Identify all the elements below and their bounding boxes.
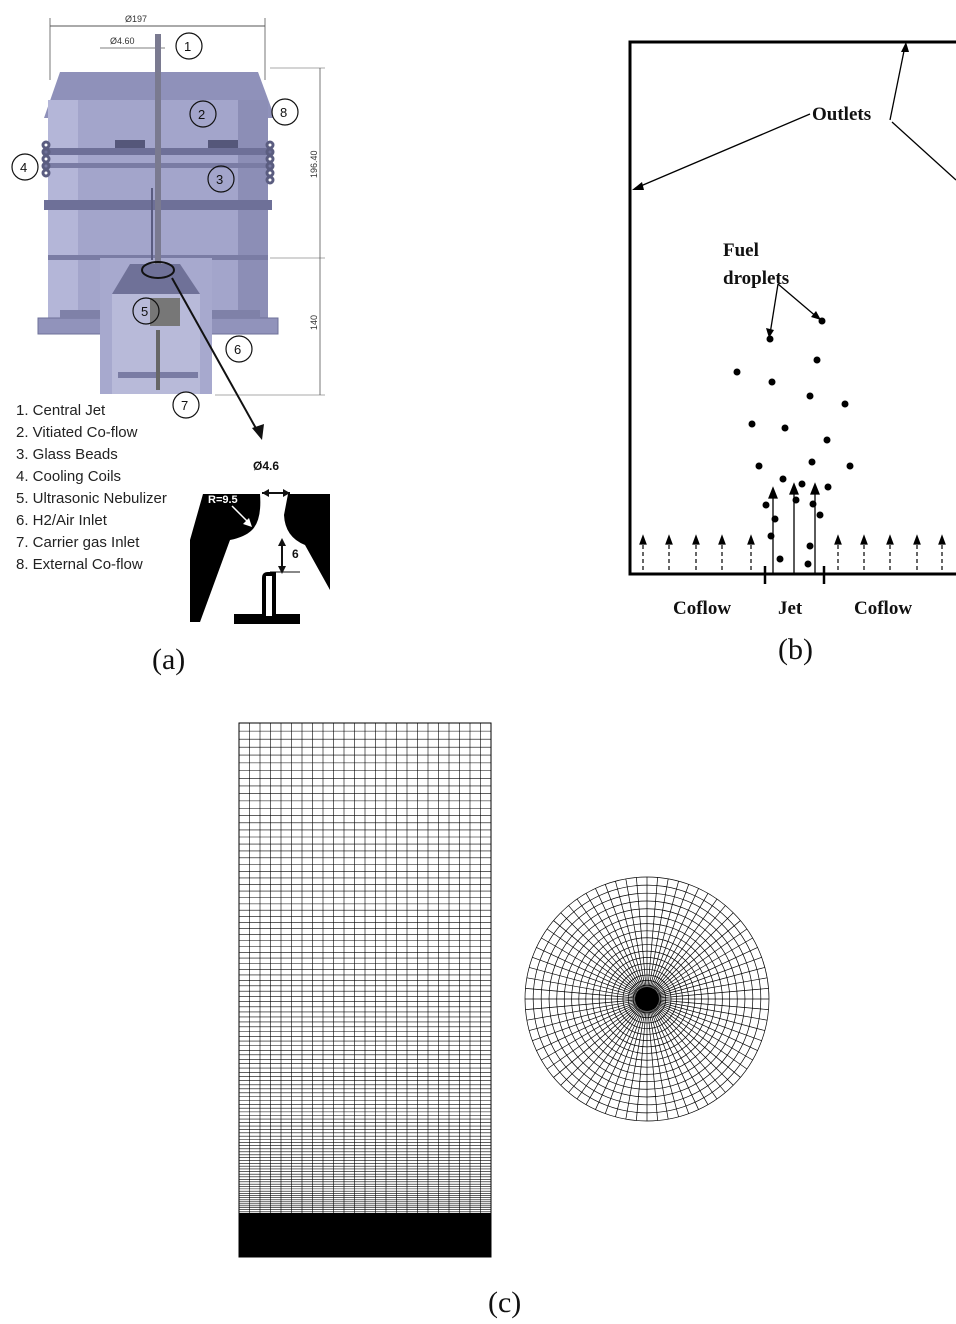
callout-label-6: 6 bbox=[234, 342, 241, 357]
legend-item: 8. External Co-flow bbox=[16, 556, 143, 573]
nozzle-detail: Ø4.6 R=9.5 6 bbox=[190, 459, 330, 624]
jet-arrows bbox=[768, 482, 820, 573]
radial-mesh-core bbox=[635, 987, 659, 1011]
domain-box bbox=[628, 40, 956, 576]
dim-small-label: Ø4.60 bbox=[110, 36, 135, 46]
fuel-label: Fuel bbox=[723, 240, 759, 261]
panel-c-caption: (c) bbox=[488, 1286, 522, 1319]
callout-label-2: 2 bbox=[198, 107, 205, 122]
legend-item: 6. H2/Air Inlet bbox=[16, 512, 108, 529]
coflow-arrows bbox=[639, 534, 946, 570]
axial-mesh-border bbox=[238, 722, 492, 1258]
callout-circle-5 bbox=[132, 297, 160, 325]
callout-label-1: 1 bbox=[184, 39, 191, 54]
callout-circle-8 bbox=[271, 98, 299, 126]
legend-item: 4. Cooling Coils bbox=[16, 468, 121, 485]
axial-mesh-lines bbox=[238, 722, 492, 1258]
panel-a-caption: (a) bbox=[152, 643, 186, 676]
callout-circle-6 bbox=[225, 335, 253, 363]
detail-gap-label: 6 bbox=[292, 547, 299, 561]
cooling-coils-right bbox=[265, 140, 275, 185]
legend: 1. Central Jet 2. Vitiated Co-flow 3. Gl… bbox=[16, 402, 167, 573]
panel-b-caption: (b) bbox=[778, 633, 813, 666]
legend-item: 7. Carrier gas Inlet bbox=[16, 534, 140, 551]
callout-label-5: 5 bbox=[141, 304, 148, 319]
callout-circle-3 bbox=[207, 165, 235, 193]
panel-c-axial-mesh bbox=[238, 722, 492, 1258]
coflow-right-label: Coflow bbox=[854, 598, 912, 619]
panel-c-radial-mesh bbox=[524, 876, 770, 1122]
outlets-label: Outlets bbox=[812, 104, 871, 125]
callout-circle-2 bbox=[189, 100, 217, 128]
radial-mesh-lines bbox=[524, 876, 770, 1122]
callout-label-8: 8 bbox=[280, 105, 287, 120]
dim-vertical-2-label: 140 bbox=[309, 315, 319, 330]
legend-item: 2. Vitiated Co-flow bbox=[16, 424, 138, 441]
coflow-left-label: Coflow bbox=[673, 598, 731, 619]
cooling-coils-left bbox=[41, 140, 51, 178]
callout-circle-4 bbox=[11, 153, 39, 181]
legend-item: 3. Glass Beads bbox=[16, 446, 118, 463]
detail-radius-label: R=9.5 bbox=[208, 494, 238, 506]
central-jet-tube bbox=[155, 34, 161, 264]
callout-circle-7 bbox=[172, 391, 200, 419]
callout-circle-1 bbox=[175, 32, 203, 60]
legend-item: 5. Ultrasonic Nebulizer bbox=[16, 490, 167, 507]
callout-label-7: 7 bbox=[181, 398, 188, 413]
droplets-label: droplets bbox=[723, 268, 789, 289]
panel-b-drawing: Outlets Fuel droplets bbox=[628, 40, 956, 619]
detail-diameter-label: Ø4.6 bbox=[253, 459, 279, 473]
panel-a-drawing: Ø197 Ø4.60 196.40 140 1 2 bbox=[11, 14, 330, 624]
callout-label-4: 4 bbox=[20, 160, 27, 175]
dim-vertical-1-label: 196.40 bbox=[309, 150, 319, 178]
dim-top-label: Ø197 bbox=[125, 14, 147, 24]
callout-label-3: 3 bbox=[216, 172, 223, 187]
jet-label: Jet bbox=[778, 598, 803, 619]
axial-mesh-dense-band bbox=[239, 1213, 491, 1257]
legend-item: 1. Central Jet bbox=[16, 402, 106, 419]
